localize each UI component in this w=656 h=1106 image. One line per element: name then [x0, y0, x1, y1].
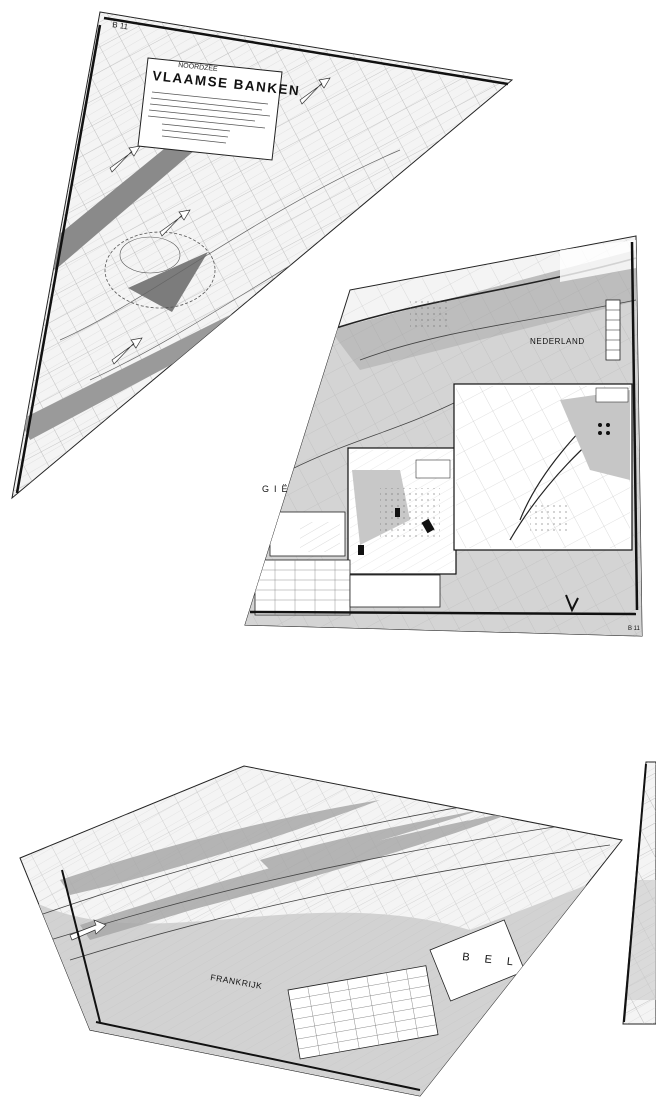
map-fragment-bottom-left: FRANKRIJK B E L	[19, 765, 623, 1097]
country-label-nederland: NEDERLAND	[530, 337, 585, 346]
country-label-belgie-partial-bottom: B E L	[462, 951, 520, 969]
country-label-belgie-partial: GIË	[262, 484, 293, 494]
sea-label: NOORDZEE	[178, 62, 219, 73]
sheet-number-top: B 11	[112, 20, 130, 31]
title-block-fine-print	[147, 91, 271, 144]
sheet-number-middle: B 11	[628, 626, 641, 632]
map-fragment-middle-right: NEDERLAND GIË B 11	[244, 235, 643, 637]
map-fragment-bottom-right-sliver	[622, 761, 656, 1025]
